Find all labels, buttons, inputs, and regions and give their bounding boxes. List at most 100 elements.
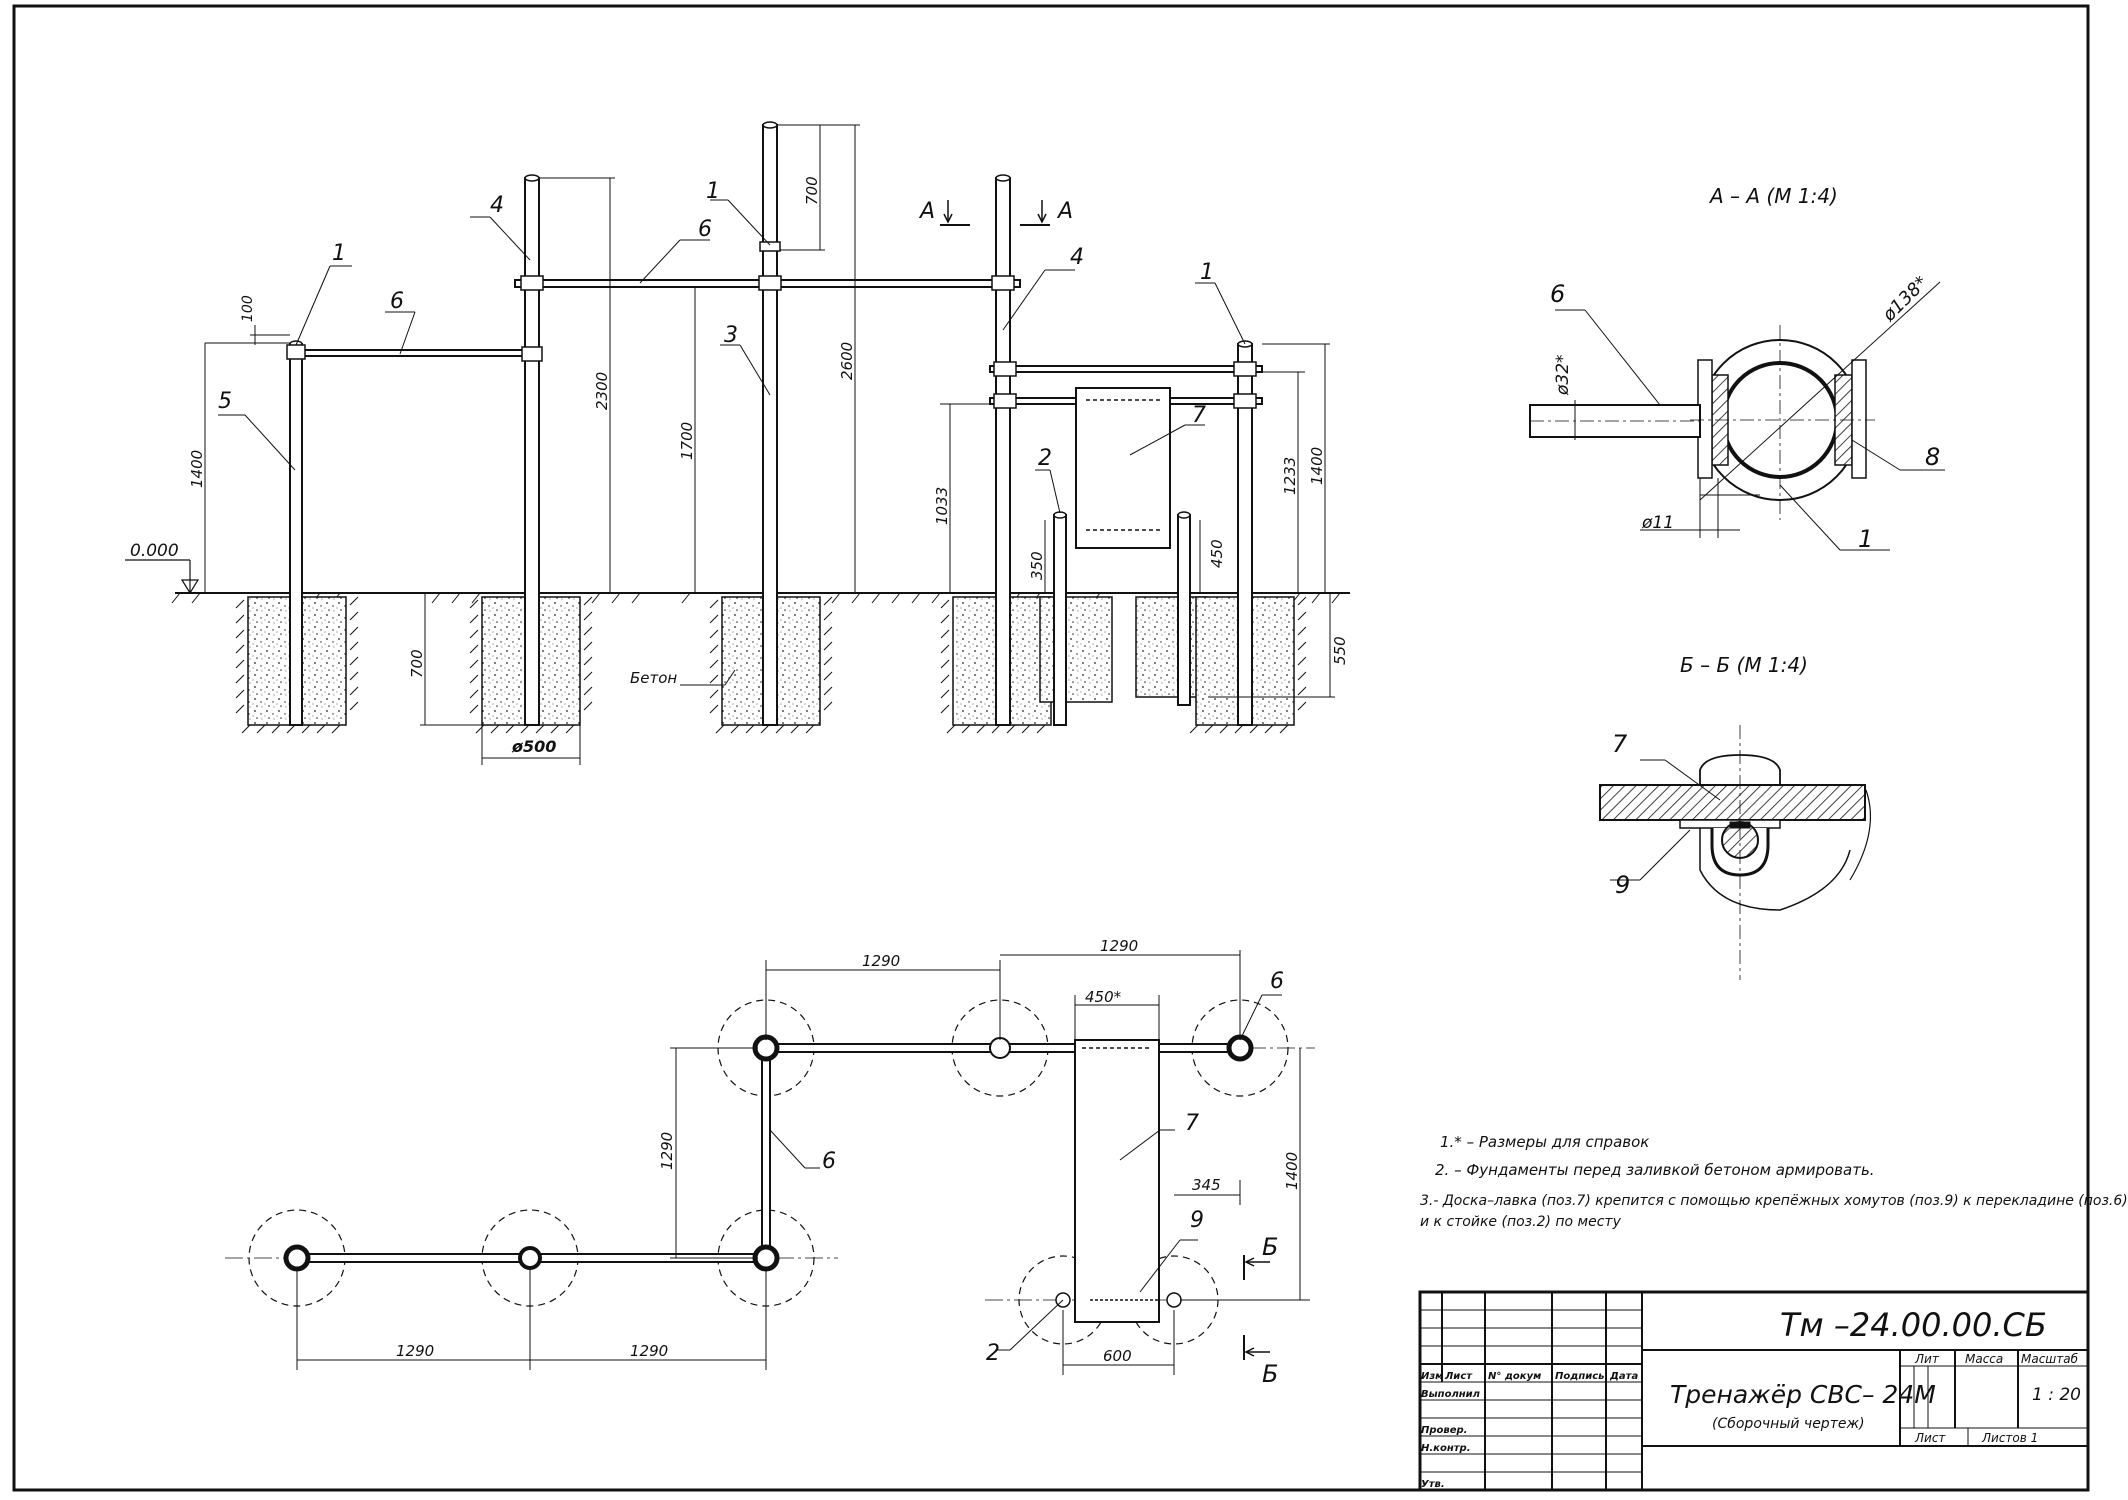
plan-part-7: 7 — [1185, 1111, 1199, 1136]
section-b-bottom-label: Б — [1262, 1360, 1278, 1388]
sheet-frame — [12, 4, 2090, 1492]
post-4-left — [524, 177, 540, 726]
plan-post — [752, 1244, 780, 1272]
post-4-right — [995, 177, 1011, 726]
row-nkontr: Н.контр. — [1421, 1443, 1471, 1454]
section-aa-part-1: 1 — [1858, 525, 1873, 553]
dim-100: 100 — [240, 295, 256, 322]
title-block — [1418, 1290, 2090, 1492]
mass-label: Масса — [1965, 1352, 2003, 1366]
part-4-label-b: 4 — [1070, 245, 1084, 270]
plan-post — [1166, 1292, 1182, 1308]
dim-plan-345: 345 — [1192, 1176, 1221, 1194]
plan-bar-vertical — [761, 1047, 771, 1259]
concrete-label: Бетон — [630, 669, 677, 687]
section-bb-board — [1599, 784, 1866, 821]
section-bb-part-7: 7 — [1612, 730, 1628, 758]
plan-part-9: 9 — [1190, 1208, 1204, 1233]
section-bb-part-9: 9 — [1615, 871, 1630, 899]
elevation-view — [125, 121, 1350, 765]
plan-part-2: 2 — [986, 1341, 1000, 1366]
section-aa-dim-138: ø138* — [1878, 272, 1932, 326]
dim-450: 450 — [1208, 539, 1226, 568]
dim-1233: 1233 — [1281, 457, 1299, 495]
dim-plan-1290-top-2: 1290 — [1100, 937, 1138, 955]
dim-1400-a: 1400 — [188, 450, 206, 488]
foundation-hatching — [235, 596, 1307, 734]
section-bb-title: Б – Б (М 1:4) — [1680, 653, 1808, 677]
dim-plan-1290-bot-2: 1290 — [630, 1342, 668, 1360]
section-b-top-label: Б — [1262, 1233, 1278, 1261]
section-a-left-label: А — [918, 199, 935, 224]
plan-bench-7 — [1074, 1039, 1160, 1323]
section-bb — [1599, 725, 1872, 980]
dim-550: 550 — [1331, 636, 1349, 665]
dim-1033: 1033 — [933, 487, 951, 525]
col-date: Дата — [1609, 1371, 1638, 1382]
part-5-label: 5 — [218, 389, 232, 414]
dim-plan-1400: 1400 — [1283, 1152, 1301, 1190]
dim-700-top: 700 — [803, 176, 821, 205]
elevation-leaders — [218, 199, 1246, 686]
pit-diameter-label: ø500 — [511, 737, 556, 756]
dim-plan-600: 600 — [1103, 1347, 1132, 1365]
section-a-right-label: А — [1056, 199, 1073, 224]
section-aa-title: А – А (М 1:4) — [1708, 184, 1838, 208]
plan-post — [989, 1037, 1011, 1059]
scale-label: Масштаб — [2021, 1352, 2079, 1366]
part-6-label-b: 6 — [698, 217, 712, 242]
plan-post — [752, 1034, 780, 1062]
bench-board-7 — [1075, 387, 1171, 549]
elevation-labels: 0.000 Бетон ø500 1 1 1 2 3 4 4 5 6 6 7 А… — [130, 176, 1349, 756]
plan-post — [518, 1246, 542, 1270]
elevation-dimensions — [204, 124, 1335, 765]
section-aa — [1529, 281, 1945, 551]
post-5 — [289, 343, 303, 726]
note-1: 1.* – Размеры для справок — [1440, 1133, 1650, 1151]
foundation-5 — [1039, 596, 1113, 703]
section-aa-labels: А – А (М 1:4) 6 8 1 ø32* ø138* ø11 — [1550, 184, 1940, 553]
crossbar-low — [295, 349, 533, 357]
part-1-label-a: 1 — [332, 241, 346, 266]
plan-post — [283, 1244, 311, 1272]
row-utv: Утв. — [1421, 1479, 1445, 1490]
product-name: Тренажёр СВС– 24М — [1670, 1380, 1936, 1409]
section-aa-dim-32: ø32* — [1553, 354, 1573, 396]
sheets-label: Листов 1 — [1981, 1431, 2038, 1445]
post-2-left — [1053, 514, 1067, 726]
section-aa-dim-11: ø11 — [1641, 513, 1674, 533]
product-subname: (Сборочный чертеж) — [1712, 1416, 1865, 1432]
part-2-label: 2 — [1038, 446, 1052, 471]
part-6-label-a: 6 — [390, 289, 404, 314]
scale-value: 1 : 20 — [2032, 1385, 2081, 1405]
dim-700-pit: 700 — [408, 649, 426, 678]
dim-2600: 2600 — [838, 342, 856, 380]
plan-dimensions — [296, 950, 1310, 1375]
part-1-label-c: 1 — [1200, 260, 1214, 285]
title-block-text: Тм –24.00.00.СБ Тренажёр СВС– 24М (Сборо… — [1421, 1306, 2081, 1490]
post-2-right — [1177, 514, 1191, 706]
sheet-label: Лист — [1914, 1431, 1946, 1445]
part-3-label: 3 — [724, 323, 738, 348]
part-7-label: 7 — [1192, 403, 1206, 428]
section-aa-part-8: 8 — [1925, 443, 1940, 471]
lit-label: Лит — [1914, 1352, 1940, 1366]
part-1-label-b: 1 — [706, 179, 720, 204]
dim-1700: 1700 — [678, 422, 696, 460]
plan-labels: 1290 1290 450* 1290 1290 1290 1400 345 6… — [396, 937, 1301, 1388]
crossbar-right-1 — [989, 365, 1263, 373]
dim-plan-1290-bot-1: 1290 — [396, 1342, 434, 1360]
dim-plan-450: 450* — [1085, 988, 1122, 1006]
plan-view — [225, 950, 1315, 1375]
note-3: 3.- Доска–лавка (поз.7) крепится с помощ… — [1420, 1193, 2128, 1209]
col-doc: N° докум — [1488, 1371, 1541, 1382]
section-aa-part-6: 6 — [1550, 280, 1565, 308]
dim-plan-1290-vert: 1290 — [658, 1132, 676, 1170]
col-sign: Подпись — [1555, 1371, 1604, 1382]
plan-part-6-a: 6 — [1270, 969, 1284, 994]
plan-part-6-b: 6 — [822, 1149, 836, 1174]
row-prover: Провер. — [1421, 1425, 1467, 1436]
note-4: и к стойке (поз.2) по месту — [1420, 1214, 1621, 1230]
dim-plan-1290-top-1: 1290 — [862, 952, 900, 970]
